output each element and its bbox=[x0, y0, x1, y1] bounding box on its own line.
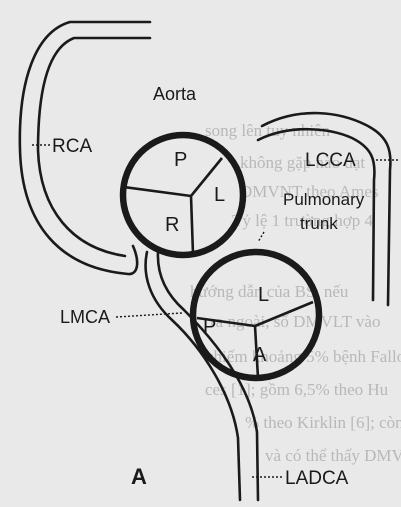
aortic-cusp-l: L bbox=[214, 184, 225, 206]
pulmonary-cusp-a: A bbox=[253, 344, 267, 366]
bg-line-6: ra ngoài, số DMVLT vào bbox=[210, 312, 380, 331]
lcca-vessel bbox=[258, 113, 390, 305]
ladca-label: LADCA bbox=[285, 468, 349, 489]
rca-label: RCA bbox=[52, 136, 92, 157]
pulmonary-cusp-p: P bbox=[203, 316, 216, 338]
pulmonary-cusp-l: L bbox=[258, 284, 269, 306]
lcca-label: LCCA bbox=[305, 150, 356, 171]
aortic-cusp-p: P bbox=[174, 149, 187, 171]
pulmonary-label-line1: Pulmonary bbox=[283, 190, 365, 209]
bg-line-10: và có thể thấy DMV và bbox=[265, 446, 401, 465]
background-text: song lên tuy nhiên không gặp nào đạt DMV… bbox=[190, 121, 401, 465]
pulmonary-leader bbox=[258, 232, 264, 242]
aortic-cusp-r: R bbox=[165, 214, 179, 236]
bg-line-8: ces [1]; gồm 6,5% theo Hu bbox=[205, 380, 389, 399]
bg-line-9: % theo Kirklin [6]; còn tr bbox=[245, 413, 401, 432]
lmca-leader bbox=[116, 313, 182, 317]
figure-letter: A bbox=[131, 464, 147, 489]
lmca-label: LMCA bbox=[60, 307, 110, 327]
pulmonary-label-line2: trunk bbox=[300, 214, 338, 233]
aorta-label: Aorta bbox=[153, 84, 197, 104]
bg-line-5: hướng dẫn của BS, nếu bbox=[190, 282, 349, 301]
